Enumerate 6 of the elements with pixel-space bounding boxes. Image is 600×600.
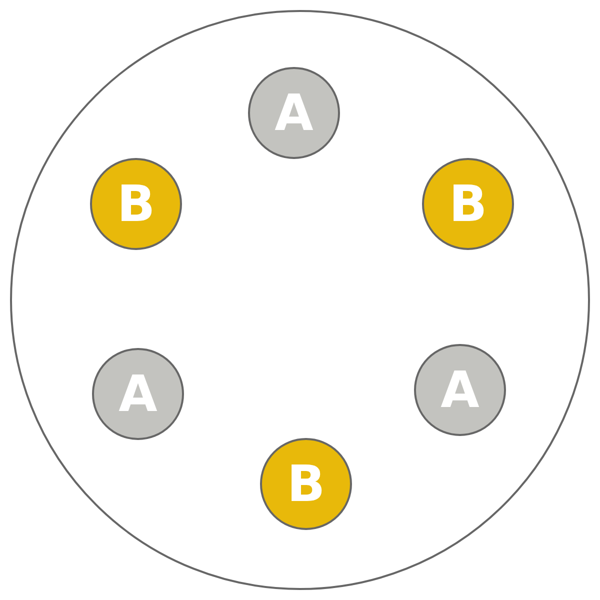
node-letter: A	[118, 369, 158, 419]
node-letter: B	[116, 179, 156, 229]
node-letter: B	[286, 459, 326, 509]
node-letter: B	[448, 179, 488, 229]
node-letter: A	[440, 365, 480, 415]
node-letter: A	[274, 88, 314, 138]
